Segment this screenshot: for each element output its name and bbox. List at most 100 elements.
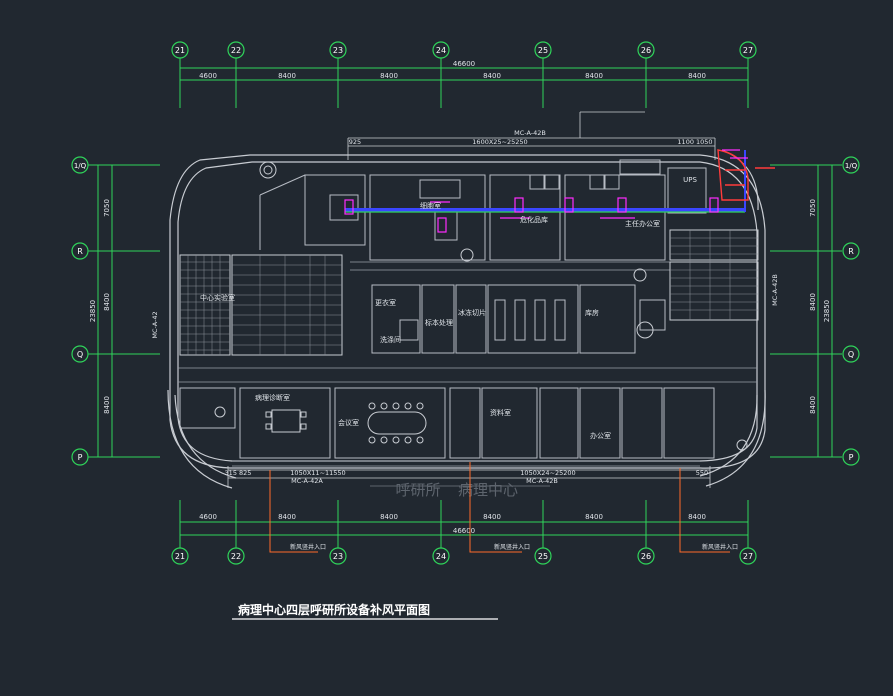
duct-bottom-right: MC-A-42B — [526, 477, 558, 485]
red-equipment — [717, 149, 775, 201]
building-outline — [167, 149, 766, 489]
room-label-10: 危化品库 — [520, 215, 548, 224]
axis-P-left: P — [71, 448, 89, 466]
right-total-dimension: 23850 — [823, 300, 831, 322]
svg-text:25: 25 — [538, 552, 548, 561]
duct-bottom-small-right: 550 — [696, 469, 708, 477]
conference-table — [367, 402, 427, 444]
right-seg-1: 7050 — [809, 199, 817, 217]
leader-label-1: 新风竖井入口 — [290, 543, 326, 551]
meeting-table-left — [265, 409, 307, 433]
duct-top-left: 925 — [349, 138, 361, 146]
axis-25-top: 25 — [534, 41, 552, 59]
hatched-lab-right — [669, 229, 759, 321]
duct-bottom-right-size: 1050X24~25200 — [520, 469, 575, 477]
svg-text:23: 23 — [333, 552, 343, 561]
axis-21-top: 21 — [171, 41, 189, 59]
right-seg-2: 8400 — [809, 293, 817, 311]
svg-text:22: 22 — [231, 46, 241, 55]
top-axis-bubbles: 21 22 23 24 25 26 27 — [171, 41, 757, 59]
axis-1Q-left: 1/Q — [71, 156, 89, 174]
duct-top-small: 1100 1050 — [677, 138, 712, 146]
axis-26-bottom: 26 — [637, 547, 655, 565]
room-label-3: 会议室 — [338, 418, 359, 427]
axis-23-top: 23 — [329, 41, 347, 59]
svg-text:P: P — [849, 453, 854, 462]
svg-text:R: R — [848, 247, 854, 256]
bottom-axis-bubbles: 21 22 23 24 25 26 27 — [171, 547, 757, 565]
room-label-12: 主任办公室 — [625, 219, 660, 228]
axis-21-bottom: 21 — [171, 547, 189, 565]
svg-text:21: 21 — [175, 552, 185, 561]
axis-R-right: R — [842, 242, 860, 260]
left-axis-bubbles: 1/Q R Q P — [71, 156, 160, 466]
leader-label-3: 新风竖井入口 — [702, 543, 738, 551]
room-label-2: 病理诊断室 — [255, 393, 290, 402]
svg-text:23: 23 — [333, 46, 343, 55]
svg-text:1/Q: 1/Q — [845, 162, 858, 170]
top-seg-1: 4600 — [199, 72, 217, 80]
axis-Q-right: Q — [842, 345, 860, 363]
bottom-total-dimension: 46600 — [453, 527, 475, 535]
top-seg-3: 8400 — [380, 72, 398, 80]
room-label-13: 资料室 — [490, 408, 511, 417]
axis-24-bottom: 24 — [432, 547, 450, 565]
duct-bottom-left-size: 1050X11~11550 — [290, 469, 345, 477]
room-label-1: 中心实验室 — [200, 293, 235, 302]
svg-text:26: 26 — [641, 46, 651, 55]
top-total-dimension: 46600 — [453, 60, 475, 68]
right-axis-bubbles: 1/Q R Q P — [842, 156, 860, 466]
duct-top-label: MC-A-42B — [514, 129, 546, 137]
room-label-5: 标本处理 — [425, 318, 453, 327]
bottom-seg-5: 8400 — [585, 513, 603, 521]
watermark-right: 病理中心 — [458, 481, 518, 499]
axis-22-top: 22 — [227, 41, 245, 59]
svg-text:R: R — [77, 247, 83, 256]
left-seg-2: 8400 — [103, 293, 111, 311]
axis-P-right: P — [842, 448, 860, 466]
svg-text:26: 26 — [641, 552, 651, 561]
svg-text:21: 21 — [175, 46, 185, 55]
left-total-dimension: 23850 — [89, 300, 97, 322]
shaft-leaders — [269, 462, 730, 553]
interior-walls-bottom — [179, 387, 715, 459]
top-dimension-chain — [179, 58, 749, 108]
interior-walls-middle — [371, 284, 666, 354]
top-seg-5: 8400 — [585, 72, 603, 80]
room-label-8: 库房 — [585, 308, 599, 317]
right-dimension-chain — [770, 164, 842, 458]
bottom-seg-3: 8400 — [380, 513, 398, 521]
room-label-6: 冰冻切片 — [458, 308, 486, 317]
bottom-seg-2: 8400 — [278, 513, 296, 521]
left-seg-1: 7050 — [103, 199, 111, 217]
bottom-dimension-chain — [179, 500, 749, 548]
top-seg-4: 8400 — [483, 72, 501, 80]
axis-27-top: 27 — [739, 41, 757, 59]
svg-text:Q: Q — [848, 350, 854, 359]
bottom-seg-4: 8400 — [483, 513, 501, 521]
svg-text:24: 24 — [436, 46, 446, 55]
svg-text:P: P — [78, 453, 83, 462]
duct-annotations: MC-A-42B 1600X25~25250 1100 1050 925 UPS… — [225, 129, 713, 485]
bottom-seg-1: 4600 — [199, 513, 217, 521]
axis-26-top: 26 — [637, 41, 655, 59]
axis-1Q-right: 1/Q — [842, 156, 860, 174]
left-seg-3: 8400 — [103, 396, 111, 414]
svg-text:1/Q: 1/Q — [74, 162, 87, 170]
svg-text:24: 24 — [436, 552, 446, 561]
svg-text:25: 25 — [538, 46, 548, 55]
axis-27-bottom: 27 — [739, 547, 757, 565]
bottom-seg-6: 8400 — [688, 513, 706, 521]
ups-label: UPS — [683, 176, 697, 184]
room-labels: 中心实验室 病理诊断室 会议室 更衣室 标本处理 冰冻切片 洗涤间 库房 办公室… — [200, 201, 660, 440]
axis-22-bottom: 22 — [227, 547, 245, 565]
axis-23-bottom: 23 — [329, 547, 347, 565]
svg-text:Q: Q — [77, 350, 83, 359]
duct-bottom-left: MC-A-42A — [291, 477, 323, 485]
air-diffusers — [344, 197, 719, 233]
axis-24-top: 24 — [432, 41, 450, 59]
right-side-label: MC-A-42B — [771, 274, 779, 306]
supply-air-duct — [345, 150, 746, 213]
room-label-7: 洗涤间 — [380, 335, 401, 344]
